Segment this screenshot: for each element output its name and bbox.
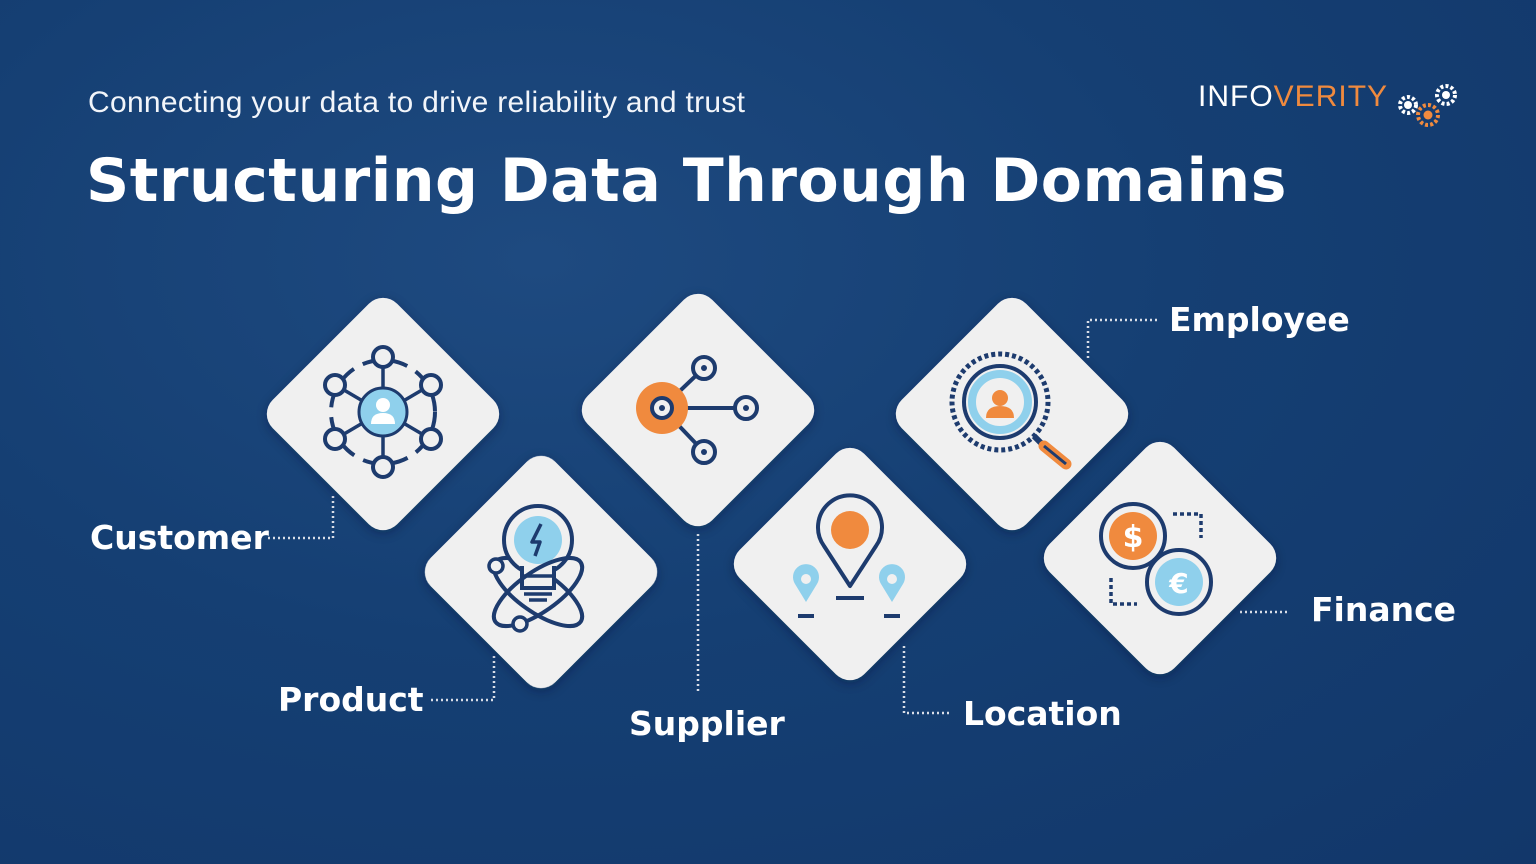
connector-employee — [1086, 318, 1158, 358]
logo-text-verity: VERITY — [1273, 80, 1389, 113]
svg-text:$: $ — [1123, 520, 1144, 555]
gears-icon — [1398, 84, 1458, 127]
magnifier-user-icon — [949, 351, 1072, 470]
map-pins-icon — [793, 493, 905, 618]
connector-customer — [268, 496, 335, 540]
lightbulb-atom-icon — [487, 504, 585, 633]
logo-text-info: INFO — [1198, 80, 1274, 113]
connector-product — [428, 656, 496, 702]
label-location: Location — [963, 694, 1122, 733]
connector-location — [902, 646, 952, 715]
subtitle: Connecting your data to drive reliabilit… — [88, 86, 746, 119]
share-nodes-icon — [636, 355, 759, 465]
svg-text:€: € — [1168, 567, 1188, 600]
page-title: Structuring Data Through Domains — [86, 146, 1287, 216]
label-product: Product — [278, 680, 424, 719]
label-customer: Customer — [90, 518, 269, 557]
label-finance: Finance — [1311, 590, 1457, 629]
currency-exchange-icon: $ € — [1099, 502, 1213, 616]
label-employee: Employee — [1169, 300, 1350, 339]
label-supplier: Supplier — [629, 704, 785, 743]
network-user-icon — [323, 345, 443, 479]
